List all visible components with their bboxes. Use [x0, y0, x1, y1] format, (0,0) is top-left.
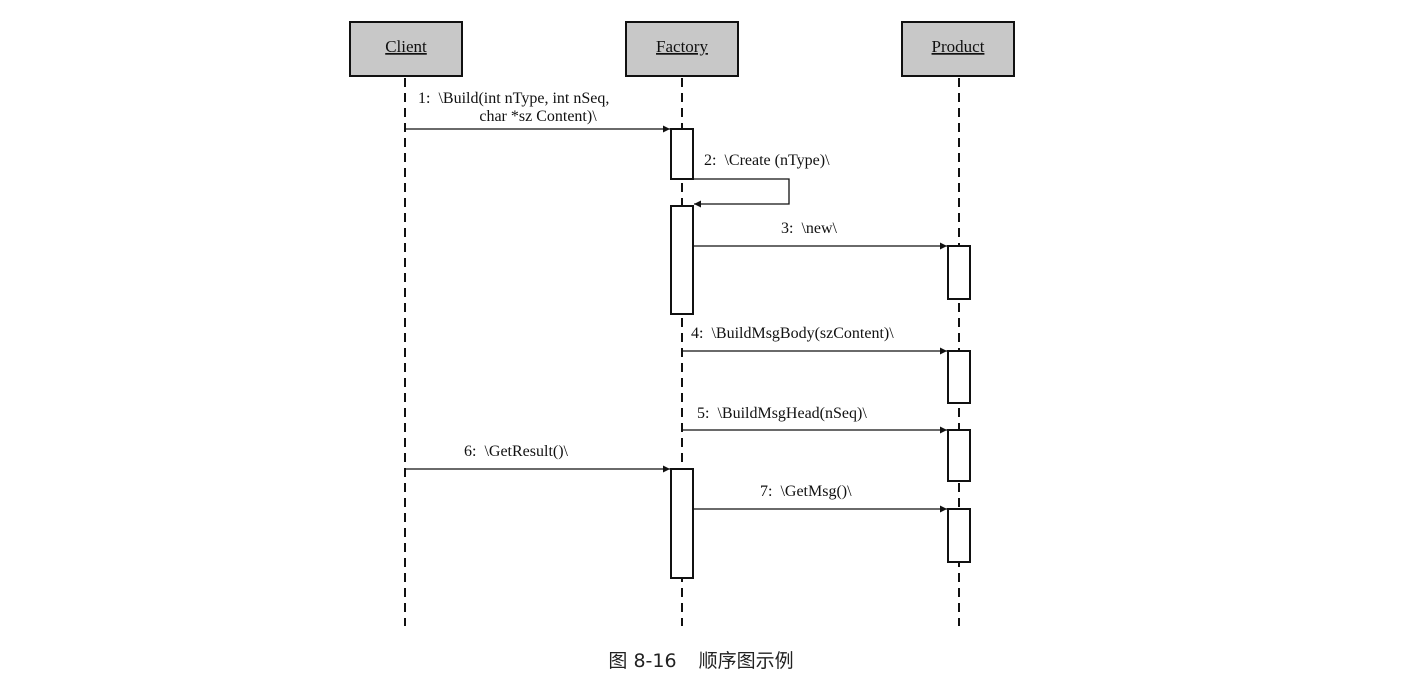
message-3-label: 3: \new\: [781, 220, 838, 237]
message-2-label: 2: \Create (nType)\: [704, 152, 830, 169]
message-2-text: \Create (nType)\: [724, 152, 830, 169]
activation-factory-2: [670, 205, 694, 315]
message-6-number: 6:: [464, 443, 476, 460]
lifeline-label-client: Client: [385, 37, 427, 56]
lifeline-header-product: [901, 21, 1015, 77]
message-1-text: \Build(int nType, int nSeq,: [438, 90, 609, 107]
message-2-arrow: [693, 178, 790, 208]
message-4-number: 4:: [691, 325, 703, 342]
activation-product-3: [947, 429, 971, 482]
figure-title: 顺序图示例: [698, 650, 794, 672]
message-5-label: 5: \BuildMsgHead(nSeq)\: [697, 405, 867, 422]
message-5-number: 5:: [697, 405, 709, 422]
activation-factory-1: [670, 128, 694, 180]
lifeline-label-product: Product: [932, 37, 985, 56]
message-7-number: 7:: [760, 483, 772, 500]
message-2-number: 2:: [704, 152, 716, 169]
message-4-text: \BuildMsgBody(szContent)\: [711, 325, 894, 342]
message-7-text: \GetMsg()\: [780, 483, 852, 500]
lifeline-header-factory: [625, 21, 739, 77]
lifeline-header-client: [349, 21, 463, 77]
message-6-text: \GetResult()\: [484, 443, 568, 460]
message-3-text: \new\: [801, 220, 837, 237]
message-1-number: 1:: [418, 90, 430, 107]
message-1-label-line2: char *sz Content)\: [479, 108, 597, 125]
activation-product-1: [947, 245, 971, 300]
message-5-text: \BuildMsgHead(nSeq)\: [717, 405, 867, 422]
message-6-label: 6: \GetResult()\: [464, 443, 569, 460]
message-3-number: 3:: [781, 220, 793, 237]
lifeline-label-factory: Factory: [656, 37, 708, 56]
activation-product-2: [947, 350, 971, 404]
message-7-label: 7: \GetMsg()\: [760, 483, 852, 500]
message-4-label: 4: \BuildMsgBody(szContent)\: [691, 325, 894, 342]
figure-number: 图 8-16: [608, 650, 677, 672]
activation-product-4: [947, 508, 971, 563]
figure-caption: 图 8-16 顺序图示例: [0, 646, 1402, 673]
message-1-label: 1: \Build(int nType, int nSeq,: [418, 90, 609, 107]
activation-factory-3: [670, 468, 694, 579]
